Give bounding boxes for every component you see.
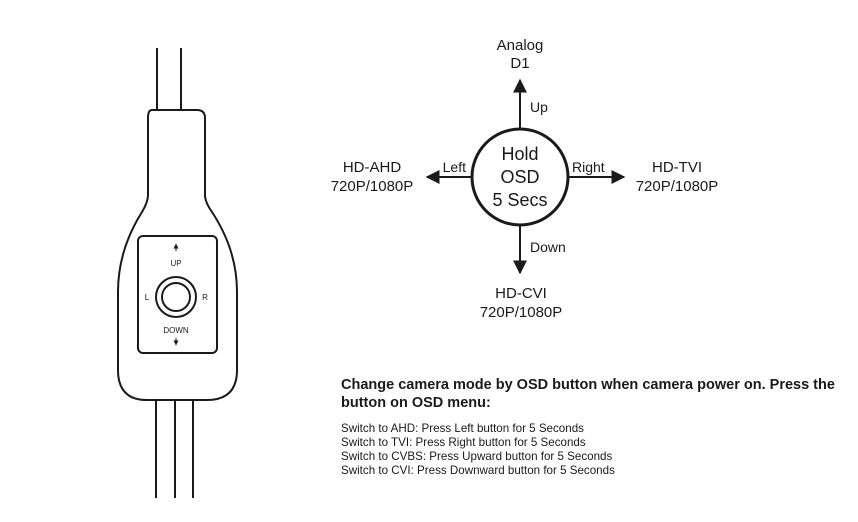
instruction-line: Switch to CVI: Press Downward button for… (341, 464, 615, 477)
panel-left-label: L (145, 293, 150, 302)
panel-up-label: UP (170, 259, 181, 268)
left-mode-line-2: 720P/1080P (331, 178, 414, 195)
osd-joystick-outer[interactable] (155, 276, 197, 318)
osd-joystick-button[interactable] (161, 282, 191, 312)
device-housing (117, 109, 238, 401)
up-direction-label: Up (530, 99, 548, 115)
up-mode-line-1: Analog (497, 37, 544, 54)
instruction-line: Switch to TVI: Press Right button for 5 … (341, 436, 586, 449)
right-mode-line-1: HD-TVI (652, 159, 702, 176)
hub-line-2: OSD (500, 167, 539, 187)
panel-right-label: R (202, 293, 208, 302)
left-mode-line-1: HD-AHD (343, 159, 401, 176)
hub-line-1: Hold (501, 144, 538, 164)
left-direction-label: Left (443, 159, 466, 175)
hub-line-3: 5 Secs (492, 190, 547, 210)
right-direction-label: Right (572, 159, 605, 175)
hold-osd-circle (470, 127, 570, 227)
down-mode-line-1: HD-CVI (495, 285, 547, 302)
instruction-line: Switch to AHD: Press Left button for 5 S… (341, 422, 584, 435)
panel-down-label: DOWN (163, 326, 189, 335)
down-mode-line-2: 720P/1080P (480, 304, 563, 321)
up-mode-line-2: D1 (510, 55, 529, 72)
cable-control-device (117, 48, 238, 498)
instructions-block: Change camera mode by OSD button when ca… (341, 376, 841, 478)
right-mode-line-2: 720P/1080P (636, 178, 719, 195)
instruction-line: Switch to CVBS: Press Upward button for … (341, 450, 613, 463)
button-panel (137, 235, 218, 354)
instructions-heading: Change camera mode by OSD button when ca… (341, 377, 835, 411)
instructions-list: Switch to AHD: Press Left button for 5 S… (341, 422, 841, 478)
down-direction-label: Down (530, 239, 566, 255)
osd-direction-diagram: Hold OSD 5 Secs Up Down Left Right Analo… (331, 37, 719, 321)
